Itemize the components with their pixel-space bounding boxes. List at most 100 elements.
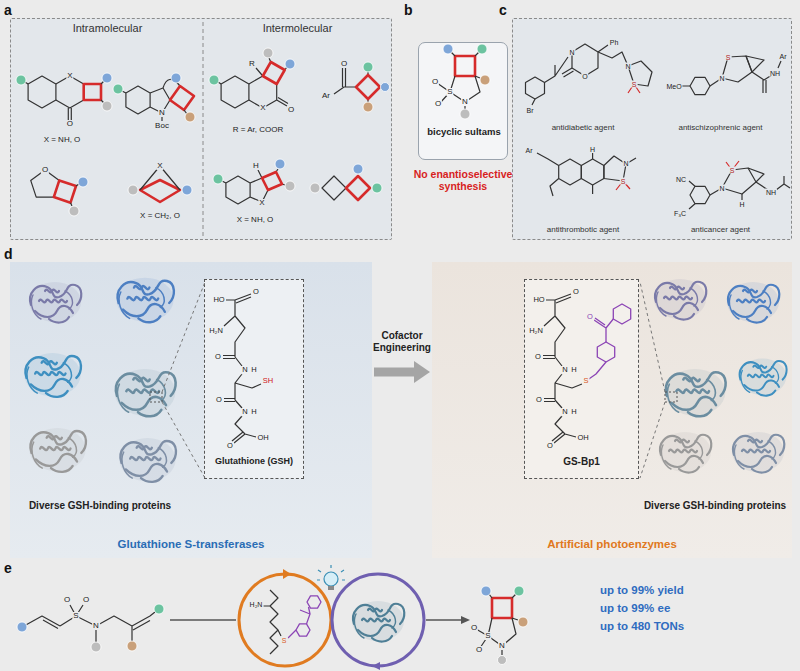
drug-structures (526, 44, 791, 209)
protein-structures (739, 359, 787, 396)
reaction-scheme (307, 596, 321, 608)
panel-a-structures (113, 84, 123, 94)
node-text: Glutathione (GSH) (205, 456, 303, 466)
atom-label: N (622, 160, 629, 167)
gs-bp1-structure (597, 342, 614, 362)
atom-label: S (631, 81, 638, 88)
protein-structures (29, 428, 86, 472)
gsh-structure (223, 294, 261, 443)
atom-label: O (475, 646, 483, 654)
atom-label: NC (675, 176, 687, 183)
drug-structures (581, 159, 604, 185)
atom-label: H₂N (208, 327, 224, 335)
drug-structures (526, 77, 545, 99)
atom-label: S (484, 632, 491, 640)
atom-label: R (248, 60, 256, 68)
reaction-scheme (518, 617, 528, 627)
atom-label: Br (526, 107, 535, 114)
panel-a-structures (24, 81, 104, 103)
gsh-structure (223, 294, 261, 443)
drug-structures (559, 159, 582, 185)
reaction-scheme (372, 662, 380, 670)
reaction-scheme (17, 622, 27, 632)
node-text: Intermolecular (204, 22, 391, 35)
drug-structures (572, 44, 598, 76)
panel-a-structures (56, 76, 84, 108)
node-text: antidiabetic agent (518, 123, 648, 132)
atom-label: N (718, 75, 725, 82)
atom-label: OH (576, 434, 589, 442)
atom-label: Ar (321, 92, 331, 100)
reaction-scheme (263, 590, 281, 654)
reaction-scheme (24, 605, 155, 642)
sultam-structure (460, 109, 470, 119)
protein-structures (29, 282, 81, 323)
atom-label: H (570, 366, 577, 374)
panel-a-structures (310, 183, 320, 193)
atom-label: X (259, 104, 266, 112)
drug-structures (537, 153, 636, 196)
panel-a-structures (363, 102, 373, 112)
panel-box: IntramolecularIntermolecular (10, 18, 392, 240)
gs-bp1-structure (543, 294, 631, 443)
protein-structures (640, 282, 665, 478)
reaction-scheme (91, 642, 101, 652)
atom-label: S (729, 167, 736, 174)
drug-structures (689, 168, 790, 209)
atom-label: HO (212, 296, 225, 304)
protein-structures (654, 279, 706, 320)
atom-label: F₃C (673, 210, 687, 217)
reaction-scheme (514, 586, 524, 596)
atom-label: H (250, 408, 257, 416)
atom-label: O (546, 442, 554, 450)
panel-a-structures (372, 183, 382, 193)
protein-structures (24, 353, 81, 397)
drug-structures (690, 77, 710, 94)
atom-label: S (620, 178, 627, 185)
reaction-scheme (317, 565, 345, 580)
atom-label: H (570, 408, 577, 416)
node-text: antischizophrenic agent (653, 123, 788, 132)
panel-a-structures (213, 174, 223, 184)
atom-label: N (718, 185, 725, 192)
atom-label: H (589, 146, 596, 153)
atom-label: NH (769, 70, 781, 77)
drug-structures (532, 57, 568, 105)
panel-a-structures (69, 206, 79, 216)
atom-label: X (156, 162, 163, 170)
atom-label: S (725, 54, 732, 61)
text-label: e (4, 560, 20, 576)
reaction-scheme (283, 569, 291, 579)
panel-a-structures (71, 184, 80, 206)
atom-label: OH (256, 434, 269, 442)
panel-a-structures (16, 75, 26, 85)
drug-structures (690, 186, 710, 203)
atom-label: O (340, 60, 348, 68)
panel-a-structures (275, 159, 285, 169)
arrow-label: Cofactor Engineering (370, 330, 434, 353)
panel-a-structures (218, 58, 288, 108)
panel-a-structures (322, 176, 346, 200)
panel-a-structures (102, 73, 112, 83)
atom-label: O (572, 288, 580, 296)
process-arrow (374, 361, 430, 383)
atom-label: R = Ar, COOR (232, 126, 284, 134)
atom-label: N (561, 408, 568, 416)
atom-label: O (214, 353, 222, 361)
panel-a-structures (150, 79, 180, 121)
reaction-scheme (288, 607, 310, 638)
atom-label: O (63, 596, 71, 604)
protein-structures (665, 369, 726, 416)
atom-label: H₂N (528, 327, 544, 335)
panel-a-structures (346, 176, 370, 200)
panel-a-structures (285, 59, 295, 69)
atom-label: N (624, 63, 631, 70)
gs-bp1-structure (586, 318, 613, 381)
atom-label: N (92, 622, 100, 630)
node-text: Diverse GSH-binding proteins (20, 500, 180, 512)
atom-label: Ar (525, 147, 534, 154)
sultam-structure (455, 56, 475, 76)
atom-label: Boc (154, 122, 170, 130)
panel-a-structures (171, 73, 181, 83)
panel-a-structures (356, 75, 380, 99)
